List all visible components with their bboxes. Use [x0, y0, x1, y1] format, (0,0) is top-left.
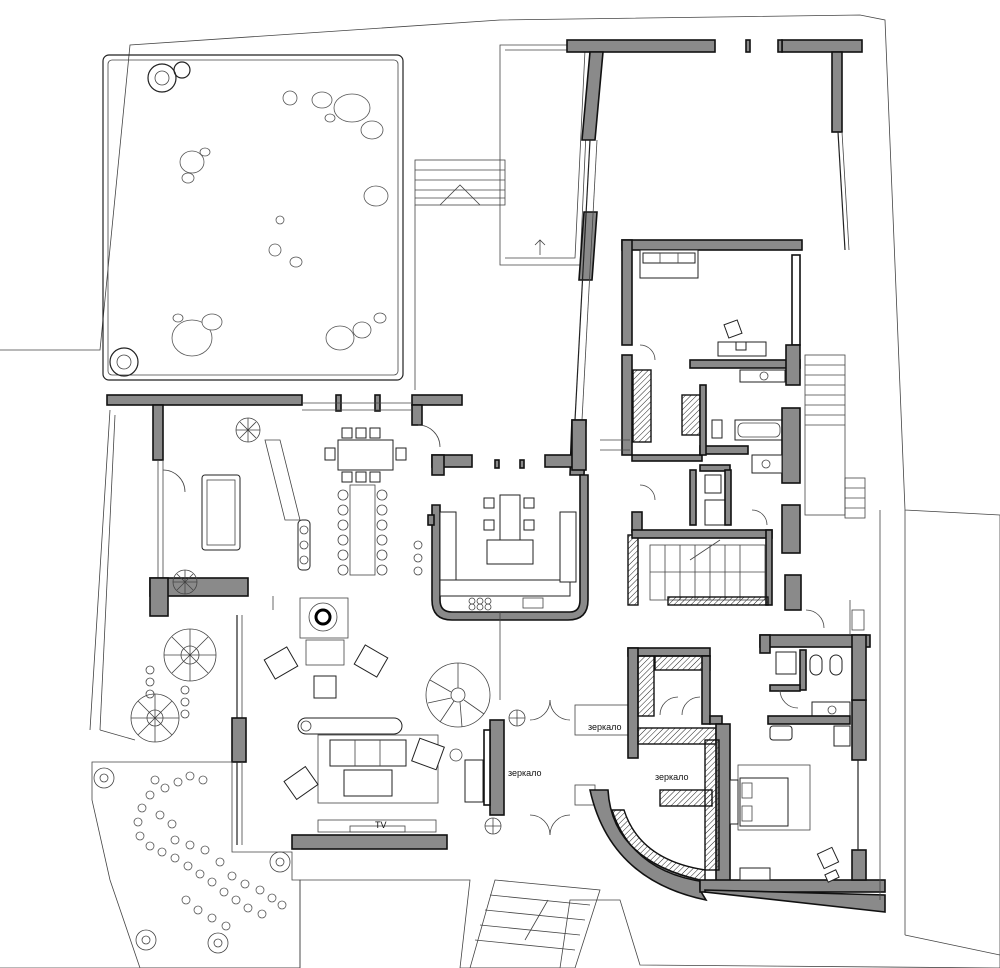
hall-central: зеркало зеркало TV [375, 699, 631, 836]
room-bath-upper [631, 369, 801, 554]
room-master-suite: зеркало [589, 647, 886, 913]
tree-icon [147, 61, 191, 93]
walls-living-north [106, 394, 463, 617]
garden-north [102, 54, 404, 381]
room-billiard [172, 417, 311, 610]
site-boundary [0, 14, 1000, 968]
spiral-stair [425, 662, 491, 728]
stepping-stones [133, 771, 287, 931]
room-living [231, 615, 491, 850]
plant-icon [172, 569, 198, 595]
room-kitchen [427, 419, 589, 621]
tree-icon [93, 767, 115, 789]
tv-label: TV [375, 820, 387, 830]
garden-stones [171, 90, 389, 357]
exterior-stairs [414, 159, 506, 390]
tree-icon [130, 693, 180, 743]
stairs-east [804, 354, 866, 519]
tree-icon [109, 347, 139, 377]
plant-icon [235, 417, 261, 443]
garden-west [89, 409, 217, 743]
entrance-stairs-south [469, 879, 601, 968]
tree-icon [163, 628, 217, 682]
tree-icon [269, 851, 291, 873]
garden-pebbles [91, 761, 301, 968]
room-bath-lower [759, 600, 871, 747]
room-upper-bedroom [621, 239, 803, 456]
fireplace [299, 597, 349, 639]
main-staircase [627, 529, 802, 611]
tree-icon [135, 929, 157, 951]
terrace-north [499, 44, 591, 266]
tree-icon [207, 932, 229, 954]
walls-upper-right [566, 39, 863, 476]
mirror-label: зеркало [588, 722, 622, 732]
mirror-label: зеркало [508, 768, 542, 778]
plant-icon [508, 709, 526, 727]
plant-icon [484, 817, 502, 835]
dining-table [324, 427, 423, 576]
mirror-label: зеркало [655, 772, 689, 782]
